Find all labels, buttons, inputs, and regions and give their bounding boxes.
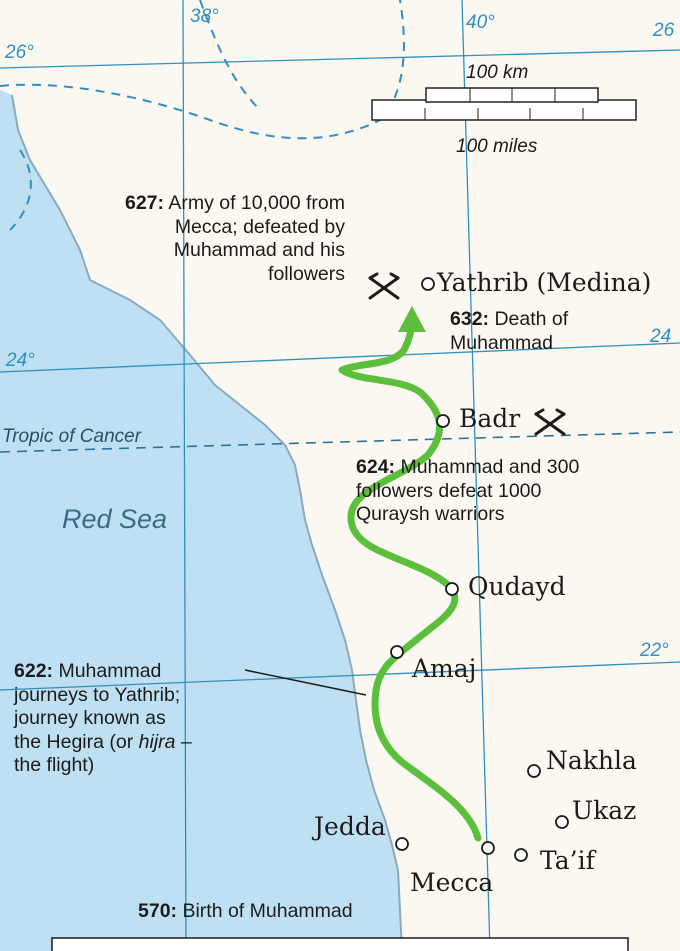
annotation-627-year: 627:: [124, 192, 164, 214]
place-taif: Ta’if: [540, 846, 595, 875]
place-qudayd: Qudayd: [468, 572, 566, 601]
lon-label-38: 38°: [190, 6, 219, 27]
annotation-624-line: Muhammad and 300: [395, 456, 580, 478]
crossed-swords-icon: [368, 272, 400, 300]
place-jedda: Jedda: [314, 812, 386, 841]
marker-qudayd: [445, 582, 459, 596]
border-dashed: [0, 0, 405, 140]
annotation-622-line: journeys to Yathrib;: [14, 683, 181, 706]
marker-nakhla: [527, 764, 541, 778]
annotation-570: 570: Birth of Muhammad: [138, 900, 353, 924]
red-sea-label: Red Sea: [62, 504, 168, 534]
scale-km-label: 100 km: [466, 62, 529, 83]
annotation-624-year: 624:: [356, 456, 396, 478]
tropic-of-cancer-line: [0, 431, 680, 453]
lat-label-22: 22°: [640, 640, 669, 661]
place-markers: [390, 277, 569, 862]
place-ukaz: Ukaz: [572, 796, 637, 825]
annotation-627-line: Mecca; defeated by: [174, 215, 345, 238]
annotation-627-line: followers: [268, 262, 345, 285]
annotation-622-year: 622:: [14, 660, 54, 682]
annotation-622-hijra: hijra: [138, 730, 176, 753]
marker-jedda: [395, 837, 409, 851]
scale-miles-label: 100 miles: [456, 136, 538, 157]
place-yathrib: Yathrib (Medina): [437, 268, 652, 297]
annotation-622-line: the flight): [14, 754, 95, 776]
lat-label-26-left: 26°: [5, 42, 34, 63]
red-sea-area: [0, 90, 402, 951]
annotation-627: 627: Army of 10,000 from Mecca; defeated…: [125, 192, 345, 286]
annotation-570-text: Birth of Muhammad: [177, 900, 353, 922]
annotation-622-line: journey known as: [14, 707, 166, 729]
annotation-624-line: Quraysh warriors: [356, 503, 505, 525]
coastline: [11, 94, 403, 951]
border-dashed: [199, 0, 261, 111]
annotation-622-line: the Hegira (or: [14, 730, 139, 753]
annotation-leader-622: [244, 669, 367, 696]
annotation-627-line: Muhammad and his: [173, 239, 345, 261]
place-mecca: Mecca: [410, 868, 494, 897]
marker-badr: [436, 414, 450, 428]
marker-mecca: [481, 841, 495, 855]
hegira-route: [338, 316, 482, 842]
lat-label-24-right: 24: [650, 326, 672, 347]
annotation-632: 632: Death of Muhammad: [450, 308, 568, 355]
scale-bar: [371, 87, 637, 121]
annotation-632-year: 632:: [450, 308, 490, 330]
annotation-622-line: Muhammad: [53, 660, 162, 682]
place-badr: Badr: [459, 404, 521, 433]
lat-label-26-right: 26: [653, 20, 675, 41]
tropic-of-cancer-label: Tropic of Cancer: [2, 426, 142, 447]
annotation-627-line: Army of 10,000 from: [164, 192, 345, 214]
marker-yathrib: [421, 277, 435, 291]
lat-label-24-left: 24°: [6, 350, 35, 371]
lon-label-40: 40°: [466, 12, 495, 33]
route-arrowhead: [398, 306, 426, 332]
annotation-632-line: Muhammad: [450, 331, 553, 354]
marker-taif: [514, 848, 528, 862]
annotation-622: 622: Muhammad journeys to Yathrib; journ…: [14, 660, 192, 778]
place-nakhla: Nakhla: [546, 746, 637, 775]
marker-amaj: [390, 645, 404, 659]
annotation-632-line: Death of: [489, 308, 569, 330]
caption-box: [51, 937, 629, 951]
place-amaj: Amaj: [412, 654, 477, 683]
annotation-624: 624: Muhammad and 300 followers defeat 1…: [356, 456, 579, 527]
annotation-624-line: followers defeat 1000: [356, 479, 542, 502]
annotation-622-line: –: [175, 730, 192, 753]
annotation-570-year: 570:: [138, 900, 178, 922]
marker-ukaz: [555, 815, 569, 829]
crossed-swords-icon: [534, 408, 566, 436]
